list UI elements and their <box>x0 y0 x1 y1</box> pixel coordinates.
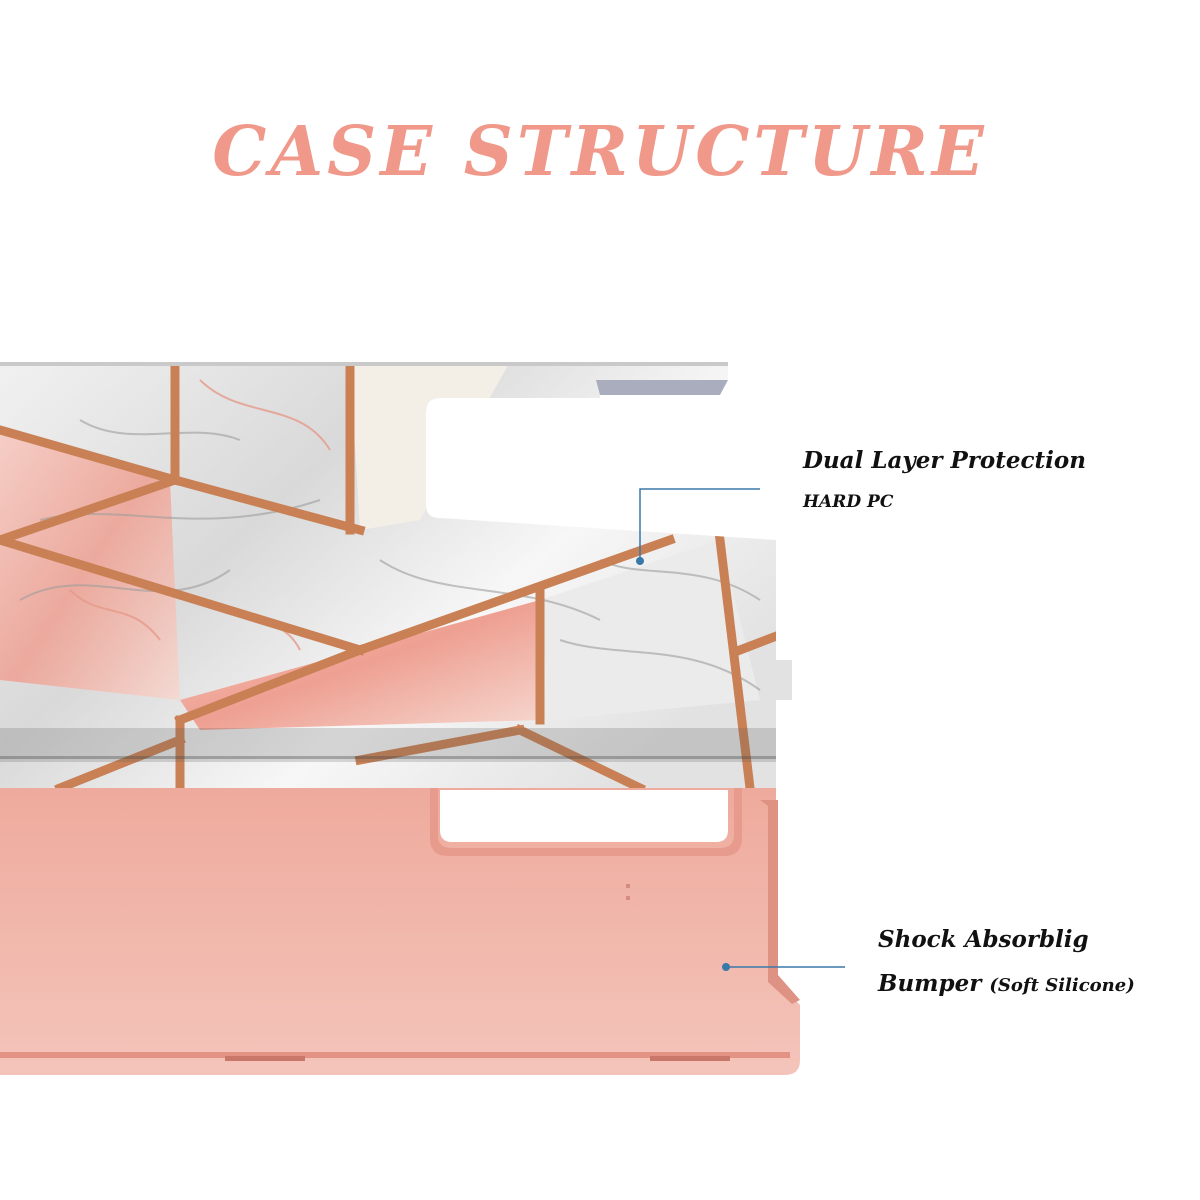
bumper-pointer <box>722 963 845 971</box>
bumper-main: Bumper <box>878 970 982 997</box>
hard-pc-heading: Dual Layer Protection <box>803 447 1086 474</box>
bumper-layer <box>0 782 800 1075</box>
bumper-line2: Bumper (Soft Silicone) <box>878 970 1135 997</box>
page-title: CASE STRUCTURE <box>212 112 988 192</box>
hard-pc-pointer <box>636 488 760 565</box>
hard-pc-layer <box>0 362 792 788</box>
hard-pc-sub: HARD PC <box>803 492 894 512</box>
bumper-paren: (Soft Silicone) <box>989 975 1135 996</box>
bumper-heading: Shock Absorblig <box>878 926 1089 953</box>
